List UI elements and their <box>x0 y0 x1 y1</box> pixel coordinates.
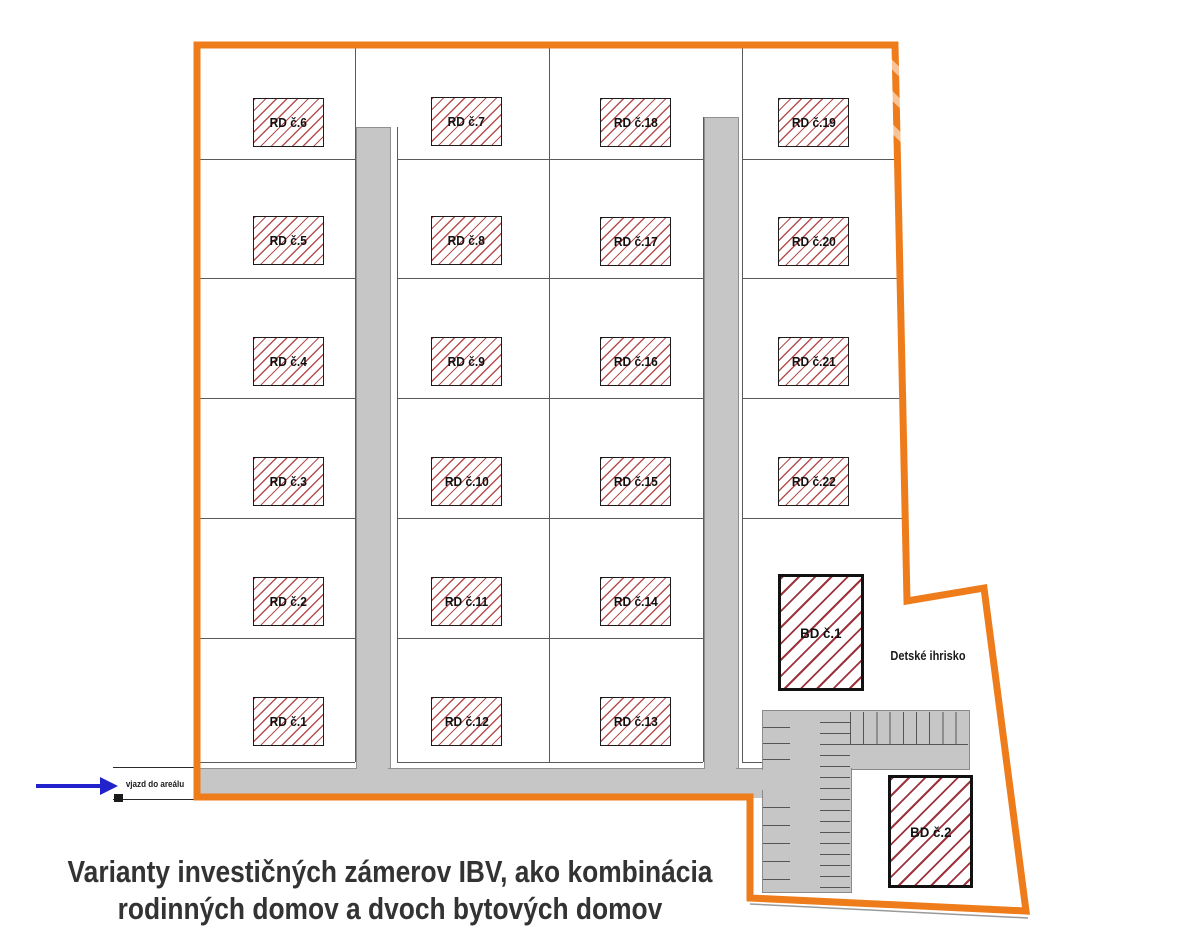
plot-label: RD č.16 <box>613 354 658 369</box>
plot-rd-9: RD č.9 <box>431 337 502 386</box>
building-label: BD č.1 <box>800 624 842 641</box>
plot-label: RD č.15 <box>613 474 658 489</box>
entrance-road-line <box>113 799 199 800</box>
entrance-arrow-head <box>100 777 118 795</box>
plot-label: RD č.7 <box>447 114 486 129</box>
entrance-label: vjazd do areálu <box>125 779 185 790</box>
plot-rd-2: RD č.2 <box>253 577 324 626</box>
plot-label: RD č.18 <box>613 115 658 130</box>
plot-label: RD č.22 <box>791 474 836 489</box>
grid-line <box>549 45 550 762</box>
road-bottom <box>200 768 762 798</box>
grid-line <box>397 638 703 639</box>
grid-line <box>742 45 743 762</box>
plot-rd-21: RD č.21 <box>778 337 849 386</box>
grid-line <box>742 398 902 399</box>
building-label: BD č.2 <box>909 823 952 840</box>
grid-line <box>742 278 899 279</box>
watermark-slash <box>885 89 907 110</box>
plot-label: RD č.2 <box>269 594 308 609</box>
plot-rd-14: RD č.14 <box>600 577 671 626</box>
parking-stalls-top-row <box>850 712 968 745</box>
grid-line <box>397 762 703 763</box>
grid-line <box>742 762 762 763</box>
plot-label: RD č.1 <box>269 714 308 729</box>
plot-label: RD č.11 <box>444 594 489 609</box>
plot-rd-1: RD č.1 <box>253 697 324 746</box>
parcel-shadow-line <box>749 903 1029 919</box>
road-vertical-east <box>704 117 739 798</box>
plot-label: RD č.12 <box>444 714 489 729</box>
grid-line <box>742 518 904 519</box>
grid-line <box>742 159 897 160</box>
plot-rd-22: RD č.22 <box>778 457 849 506</box>
plot-rd-15: RD č.15 <box>600 457 671 506</box>
parking-stalls-left-upper <box>763 712 790 762</box>
plot-rd-18: RD č.18 <box>600 98 671 147</box>
plot-rd-16: RD č.16 <box>600 337 671 386</box>
plot-rd-10: RD č.10 <box>431 457 502 506</box>
plot-label: RD č.17 <box>613 234 658 249</box>
plot-label: RD č.10 <box>444 474 489 489</box>
plot-rd-4: RD č.4 <box>253 337 324 386</box>
plot-label: RD č.8 <box>447 233 486 248</box>
plot-label: RD č.19 <box>791 115 836 130</box>
grid-line <box>397 159 703 160</box>
road-junction <box>357 768 388 771</box>
plot-label: RD č.9 <box>447 354 486 369</box>
plot-label: RD č.13 <box>613 714 658 729</box>
plot-label: RD č.20 <box>791 234 836 249</box>
plot-label: RD č.6 <box>269 115 308 130</box>
plot-rd-20: RD č.20 <box>778 217 849 266</box>
plot-rd-3: RD č.3 <box>253 457 324 506</box>
plot-rd-19: RD č.19 <box>778 98 849 147</box>
entrance-tick <box>114 794 123 802</box>
watermark-slash <box>886 123 908 144</box>
plot-rd-7: RD č.7 <box>431 97 502 146</box>
playground-label: Detské ihrisko <box>890 649 966 663</box>
watermark-slash <box>884 57 906 78</box>
plot-label: RD č.5 <box>269 233 308 248</box>
plot-rd-8: RD č.8 <box>431 216 502 265</box>
grid-line <box>197 518 355 519</box>
caption-line-2: rodinných domov a dvoch bytových domov <box>117 891 663 926</box>
entrance-road-line <box>113 767 199 768</box>
plot-label: RD č.21 <box>791 354 836 369</box>
grid-line <box>197 762 355 763</box>
plot-rd-17: RD č.17 <box>600 217 671 266</box>
grid-line <box>197 638 355 639</box>
grid-line <box>197 278 355 279</box>
plot-label: RD č.4 <box>269 354 308 369</box>
plot-label: RD č.3 <box>269 474 308 489</box>
parking-entry <box>761 770 764 790</box>
building-bd-2: BD č.2 <box>888 775 973 888</box>
plot-rd-11: RD č.11 <box>431 577 502 626</box>
plot-rd-13: RD č.13 <box>600 697 671 746</box>
plot-label: RD č.14 <box>613 594 658 609</box>
parking-stalls-left-lower <box>763 790 790 889</box>
plot-rd-5: RD č.5 <box>253 216 324 265</box>
plot-rd-6: RD č.6 <box>253 98 324 147</box>
grid-line <box>397 278 703 279</box>
plot-rd-12: RD č.12 <box>431 697 502 746</box>
parking-stalls-middle <box>820 712 850 889</box>
grid-line <box>397 398 703 399</box>
grid-line <box>197 159 355 160</box>
caption-line-1: Varianty investičných zámerov IBV, ako k… <box>67 854 713 889</box>
road-vertical-west <box>356 127 391 798</box>
grid-line <box>397 127 398 762</box>
grid-line <box>197 398 355 399</box>
road-junction <box>705 768 736 771</box>
building-bd-1: BD č.1 <box>778 574 864 691</box>
grid-line <box>397 518 703 519</box>
caption: Varianty investičných zámerov IBV, ako k… <box>59 853 722 927</box>
